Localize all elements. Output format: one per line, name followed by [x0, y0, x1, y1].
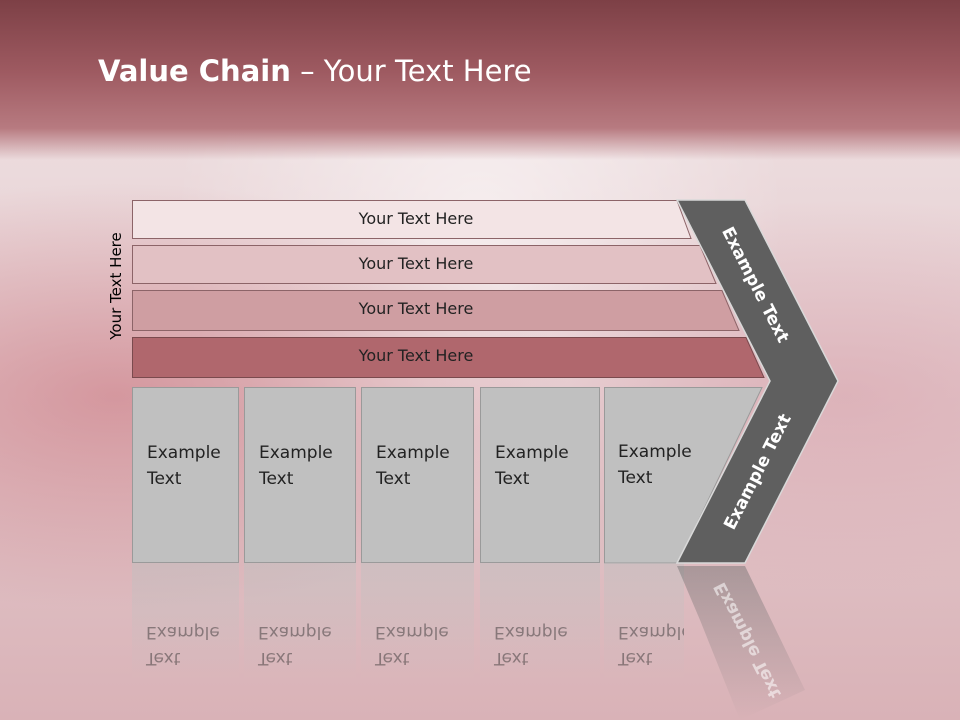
primary-activity-2-line1: Example [259, 443, 333, 463]
reflection-3-line1: Example [375, 622, 449, 642]
primary-activity-3-text: Example Text [376, 440, 450, 492]
primary-activity-3-line2: Text [376, 469, 411, 489]
primary-activity-5-line2: Text [618, 468, 653, 488]
reflection-3-line2: Text [375, 648, 410, 668]
primary-activity-4-line2: Text [495, 469, 530, 489]
primary-activity-1-line2: Text [147, 469, 182, 489]
row-1-label: Your Text Here [358, 209, 474, 228]
primary-activity-2: Example Text [244, 387, 356, 563]
row-4-label: Your Text Here [358, 346, 474, 365]
reflection-1-line2: Text [146, 648, 181, 668]
primary-activity-3-line1: Example [376, 443, 450, 463]
primary-activity-4: Example Text [480, 387, 600, 563]
support-activity-row-2: Your Text Here [132, 245, 717, 284]
title-bold: Value Chain [98, 54, 291, 88]
reflection-5: Text Example [604, 563, 684, 703]
reflection-5-line1: Example [618, 622, 684, 642]
primary-activity-5: Example Text [604, 387, 764, 564]
reflection-1-line1: Example [146, 622, 220, 642]
reflection-2: Text Example [244, 563, 356, 703]
support-activity-row-4: Your Text Here [132, 337, 765, 378]
primary-activity-4-line1: Example [495, 443, 569, 463]
title-bar [0, 0, 960, 160]
primary-activity-1-text: Example Text [147, 440, 221, 492]
primary-activity-4-text: Example Text [495, 440, 569, 492]
vertical-side-label: Your Text Here [107, 232, 125, 340]
row-3-label: Your Text Here [358, 299, 474, 318]
slide-title: Value Chain – Your Text Here [98, 54, 532, 88]
reflection-4-line1: Example [494, 622, 568, 642]
support-activity-row-1: Your Text Here [132, 200, 692, 239]
title-rest: – Your Text Here [290, 54, 532, 88]
reflection-2-line2: Text [258, 648, 293, 668]
reflection-4: Text Example [480, 563, 600, 703]
primary-activity-2-text: Example Text [259, 440, 333, 492]
reflection-4-line2: Text [494, 648, 529, 668]
reflection-4-text: Text Example [494, 619, 568, 671]
reflection-3-text: Text Example [375, 619, 449, 671]
primary-activity-1-line1: Example [147, 443, 221, 463]
reflection-2-text: Text Example [258, 619, 332, 671]
primary-activity-5-text: Example Text [618, 439, 692, 491]
row-2-label: Your Text Here [358, 254, 474, 273]
reflection-1: Text Example [132, 563, 239, 703]
reflection-5-text: Text Example [618, 619, 684, 671]
primary-activity-1: Example Text [132, 387, 239, 563]
primary-activity-2-line2: Text [259, 469, 294, 489]
support-activity-row-3: Your Text Here [132, 290, 740, 331]
primary-activity-3: Example Text [361, 387, 474, 563]
reflection-2-line1: Example [258, 622, 332, 642]
reflection-5-line2: Text [618, 648, 653, 668]
reflection-3: Text Example [361, 563, 474, 703]
reflection-1-text: Text Example [146, 619, 220, 671]
primary-activity-5-line1: Example [618, 442, 692, 462]
